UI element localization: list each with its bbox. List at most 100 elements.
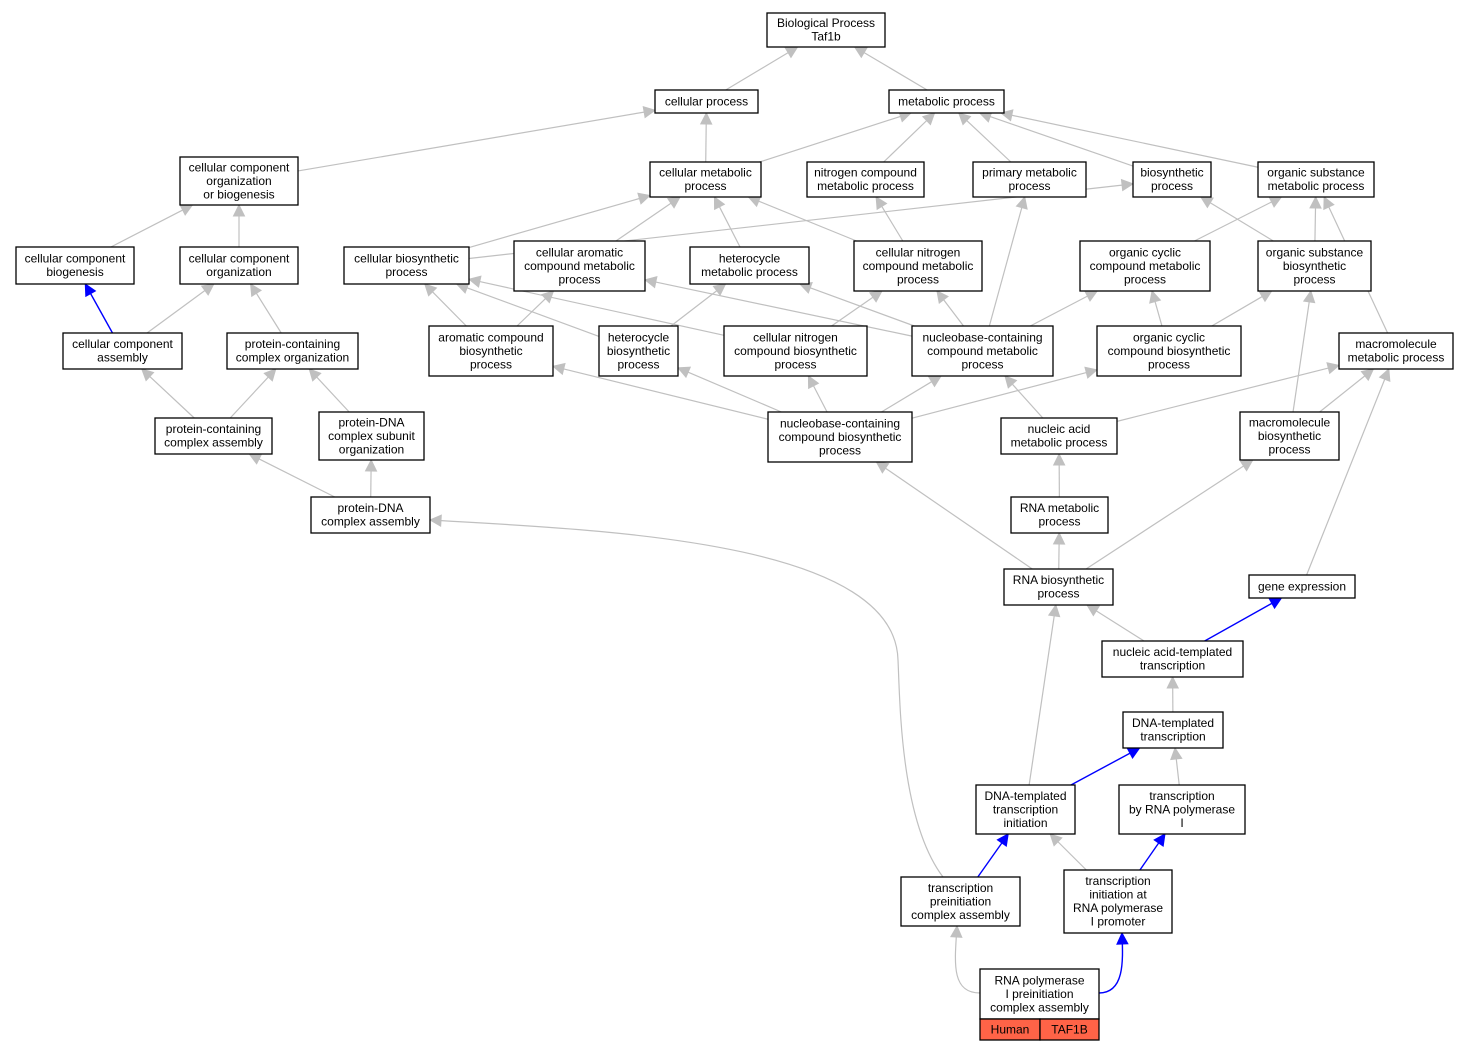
go-term-box-mbp[interactable] [1239, 411, 1340, 461]
go-term-label-trp1-line-2: I [1180, 816, 1183, 830]
go-term-box-osmp[interactable] [1257, 161, 1375, 198]
go-term-box-pdcso[interactable] [318, 411, 425, 461]
go-term-box-ccb[interactable] [15, 246, 135, 285]
go-term-node-mp[interactable]: metabolic process [888, 89, 1005, 114]
go-term-box-pcca[interactable] [154, 417, 273, 455]
edge-osbp-to-osmp [1314, 207, 1317, 242]
go-term-box-cp[interactable] [654, 89, 759, 114]
go-term-box-hbp[interactable] [598, 325, 679, 377]
edge-occbp-to-occmp [1154, 301, 1163, 327]
go-term-box-dtt[interactable] [1122, 711, 1224, 749]
go-term-box-occmp[interactable] [1079, 240, 1211, 292]
go-term-box-cca[interactable] [62, 332, 183, 370]
go-term-label-natt-line-0: nucleic acid-templated [1113, 645, 1232, 659]
go-term-box-acbp[interactable] [428, 325, 554, 377]
go-term-label-occbp-line-2: process [1148, 357, 1190, 371]
go-term-box-bsp[interactable] [1132, 161, 1212, 198]
arrowhead-trp1-to-dtt [1170, 746, 1183, 761]
go-term-box-ncmp[interactable] [806, 161, 925, 198]
go-term-box-pmp[interactable] [972, 161, 1087, 198]
go-term-box-cncmp[interactable] [853, 240, 983, 292]
go-term-box-cacmp[interactable] [513, 240, 646, 292]
edge-cmp-to-mp [759, 115, 901, 163]
go-term-box-cncbp[interactable] [723, 325, 868, 377]
go-term-box-tiarp[interactable] [1063, 869, 1173, 934]
go-term-box-osbp[interactable] [1257, 240, 1372, 292]
go-term-box-rmp[interactable] [1010, 496, 1109, 534]
go-term-box-mp[interactable] [888, 89, 1005, 114]
edge-hbp-to-hmp [670, 290, 718, 327]
go-term-box-cco[interactable] [179, 246, 299, 285]
go-term-box-rpipca[interactable] [979, 968, 1100, 1020]
go-term-node-ge[interactable]: gene expression [1248, 574, 1356, 599]
edge-nbcbp-to-occbp [911, 372, 1087, 419]
go-term-box-trp1[interactable] [1118, 784, 1246, 835]
arrowhead-nbcbp-to-nbcmp [927, 375, 943, 388]
edge-osmp-to-mp [1011, 114, 1259, 168]
go-term-box-pcco[interactable] [226, 332, 359, 370]
go-term-node-cp[interactable]: cellular process [654, 89, 759, 114]
go-term-box-dtti[interactable] [975, 784, 1076, 835]
edge-pcca-to-pcco [229, 376, 269, 419]
go-term-box-natt[interactable] [1101, 640, 1244, 678]
arrowhead-tpca-to-dtti [996, 833, 1009, 848]
go-term-label-rpipca-line-1: I preinitiation [1005, 987, 1073, 1001]
go-term-box-cbp[interactable] [343, 246, 470, 285]
go-term-label-osbp-line-0: organic substance [1266, 245, 1364, 259]
go-term-box-ccob[interactable] [179, 156, 299, 206]
go-term-box-nbcbp[interactable] [767, 411, 913, 463]
go-term-box-cmp[interactable] [649, 161, 762, 198]
go-term-label-dtti-line-1: transcription [993, 802, 1058, 816]
go-term-box-bp[interactable] [766, 12, 886, 48]
go-term-label-tpca-line-1: preinitiation [930, 894, 991, 908]
go-term-box-rbp[interactable] [1003, 568, 1114, 606]
go-term-box-ge[interactable] [1248, 574, 1356, 599]
go-term-box-nbcmp[interactable] [911, 325, 1054, 377]
go-term-box-hmp[interactable] [689, 246, 810, 285]
go-term-box-pdca[interactable] [310, 496, 431, 534]
go-term-label-tpca-line-2: complex assembly [911, 908, 1010, 922]
go-term-box-tpca[interactable] [900, 876, 1021, 927]
go-term-box-occbp[interactable] [1096, 325, 1242, 377]
go-term-box-mmp[interactable] [1338, 332, 1454, 370]
go-term-box-namp[interactable] [1000, 417, 1118, 455]
